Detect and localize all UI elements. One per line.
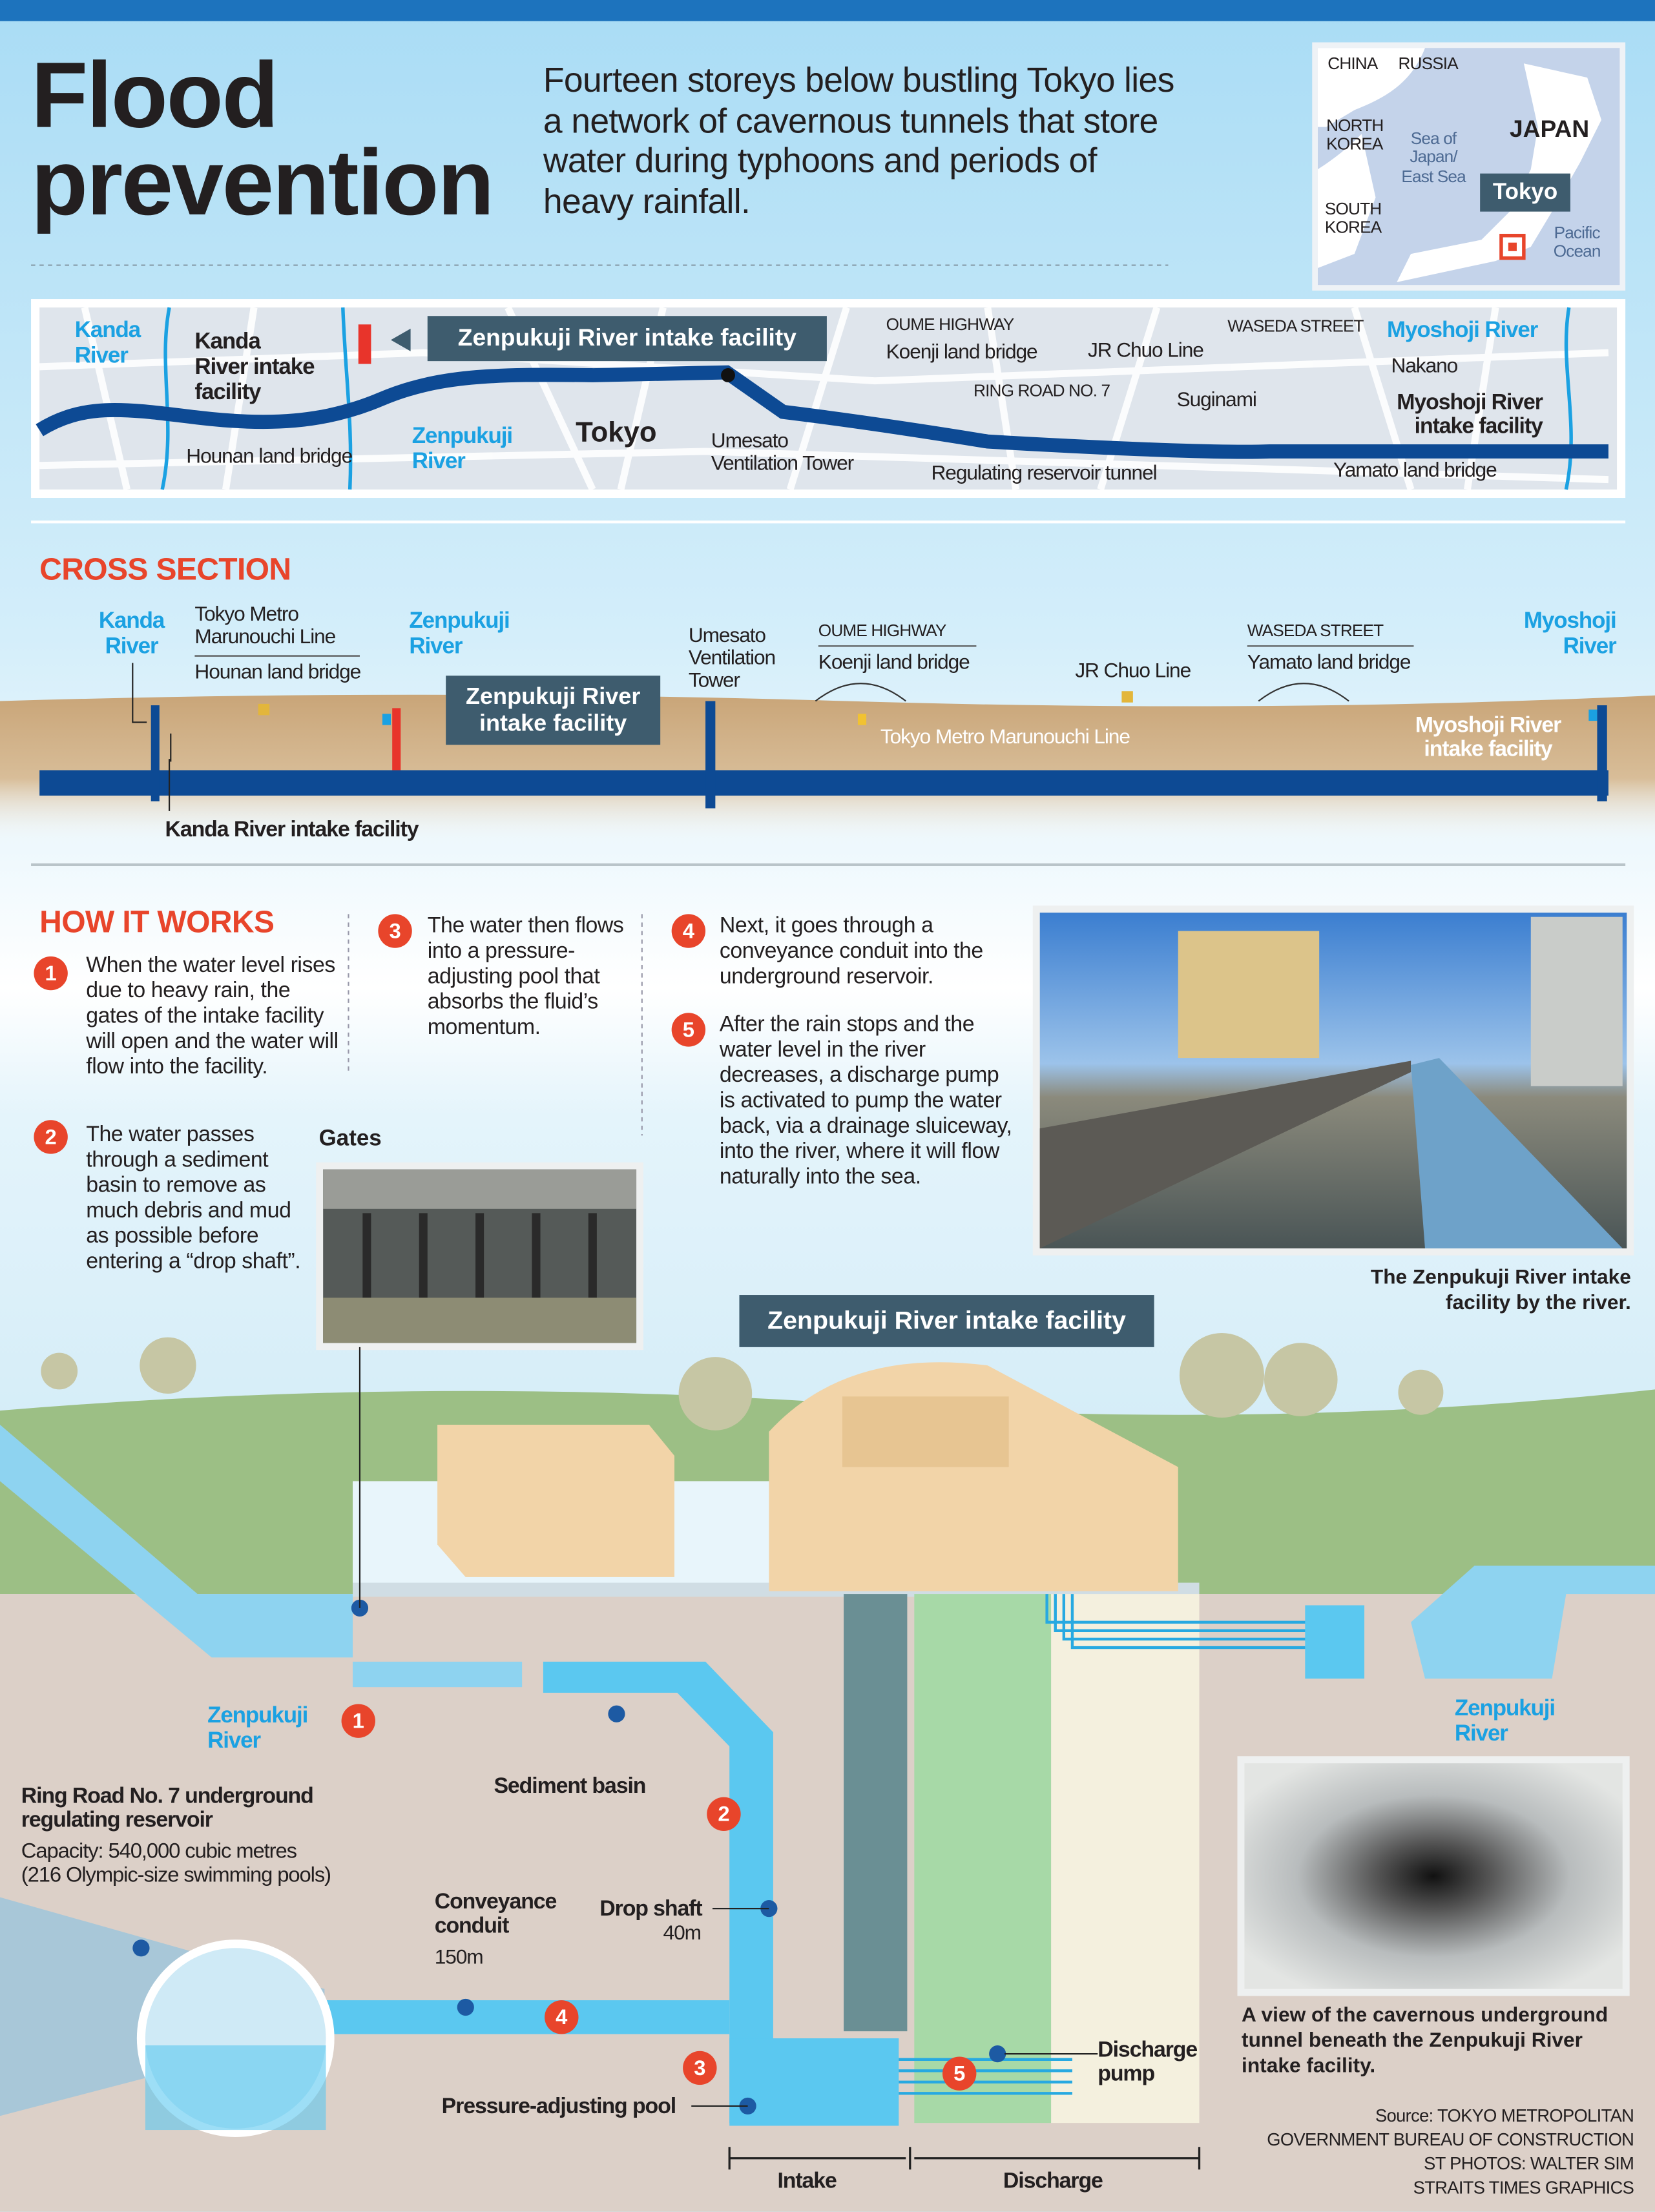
step-4-badge: 4 <box>671 914 706 948</box>
cs-myoshoji-river: Myoshoji River <box>1523 609 1617 659</box>
route-kanda-river: Kanda River <box>74 318 141 368</box>
drop-shaft-depth: 40m <box>663 1922 702 1945</box>
cs-hounan: Hounan land bridge <box>194 661 361 685</box>
intro-text: Fourteen storeys below bustling Tokyo li… <box>543 62 1175 221</box>
drop-shaft-label: Drop shaft <box>599 1897 702 1921</box>
diagram-step-4: 4 <box>545 2000 579 2034</box>
cs-metro-mid: Tokyo Metro Marunouchi Line <box>880 726 1130 749</box>
cs-umesato: Umesato Ventilation Tower <box>688 625 776 694</box>
route-reservoir-tunnel: Regulating reservoir tunnel <box>931 462 1158 486</box>
cross-section-graphic <box>0 645 1655 847</box>
route-zenpukuji-facility-callout: Zenpukuji River intake facility <box>427 316 827 362</box>
cs-jr-chuo: JR Chuo Line <box>1075 660 1191 683</box>
pool-label: Pressure-adjusting pool <box>441 2094 676 2119</box>
route-kanda-facility: Kanda River intake facility <box>194 330 315 405</box>
gates-photo <box>316 1162 643 1350</box>
cs-kanda-facility: Kanda River intake facility <box>165 818 419 842</box>
reservoir-capacity: Capacity: 540,000 cubic metres (216 Olym… <box>21 1839 331 1887</box>
route-koenji: Koenji land bridge <box>886 341 1038 364</box>
diagram-step-2: 2 <box>707 1797 741 1832</box>
cs-kanda-river: Kanda River <box>98 609 165 659</box>
step-4-text: Next, it goes through a conveyance condu… <box>719 914 983 989</box>
conduit-length: 150m <box>434 1947 484 1970</box>
diagram-step-1: 1 <box>341 1704 375 1738</box>
route-myoshoji-river: Myoshoji River <box>1387 318 1538 343</box>
route-yamato: Yamato land bridge <box>1333 460 1497 482</box>
route-umesato: Umesato Ventilation Tower <box>711 430 854 476</box>
page-title: Flood prevention <box>31 42 494 234</box>
step-5-text: After the rain stops and the water level… <box>719 1013 1012 1190</box>
cross-section-heading: CROSS SECTION <box>39 551 291 587</box>
route-zenpukuji-river: Zenpukuji River <box>411 424 513 474</box>
label-pacific-ocean: Pacific Ocean <box>1553 223 1601 262</box>
intake-facility-diagram <box>0 1333 1655 2212</box>
intake-label: Intake <box>777 2169 837 2194</box>
source-credits: Source: TOKYO METROPOLITAN GOVERNMENT BU… <box>1267 2105 1634 2198</box>
label-sea-of-japan: Sea of Japan/ East Sea <box>1401 128 1466 187</box>
label-china: CHINA <box>1327 53 1378 74</box>
gates-label: Gates <box>318 1127 382 1152</box>
route-nakano: Nakano <box>1391 355 1459 378</box>
cs-oume: OUME HIGHWAY <box>818 621 947 641</box>
label-russia: RUSSIA <box>1398 53 1458 74</box>
cs-yamato: Yamato land bridge <box>1247 652 1411 675</box>
cs-waseda: WASEDA STREET <box>1247 621 1384 641</box>
route-ring-road: RING ROAD NO. 7 <box>973 380 1110 401</box>
step-3-badge: 3 <box>378 914 412 948</box>
step-5-badge: 5 <box>671 1013 706 1047</box>
diagram-river-left: Zenpukuji River <box>207 1704 308 1753</box>
cs-metro-top: Tokyo Metro Marunouchi Line <box>194 603 336 650</box>
cs-zenpukuji-river: Zenpukuji River <box>409 609 510 659</box>
route-myoshoji-facility: Myoshoji River intake facility <box>1397 391 1543 440</box>
sediment-basin-label: Sediment basin <box>494 1774 646 1799</box>
inset-map <box>1312 42 1626 291</box>
route-waseda: WASEDA STREET <box>1227 316 1364 336</box>
tokyo-callout: Tokyo <box>1480 173 1570 212</box>
diagram-title: Zenpukuji River intake facility <box>739 1295 1154 1347</box>
step-3-text: The water then flows into a pressure-adj… <box>427 914 624 1040</box>
tunnel-photo-caption: A view of the cavernous underground tunn… <box>1242 2004 1608 2078</box>
label-north-korea: NORTH KOREA <box>1326 116 1384 155</box>
step-2-text: The water passes through a sediment basi… <box>86 1122 301 1274</box>
route-oume: OUME HIGHWAY <box>886 315 1015 335</box>
step-1-text: When the water level rises due to heavy … <box>86 953 338 1079</box>
reservoir-title: Ring Road No. 7 underground regulating r… <box>21 1784 314 1833</box>
facility-photo-caption: The Zenpukuji River intake facility by t… <box>1370 1266 1631 1315</box>
step-1-badge: 1 <box>34 956 68 991</box>
how-it-works-heading: HOW IT WORKS <box>39 904 275 940</box>
cs-zenpukuji-facility-callout: Zenpukuji River intake facility <box>446 676 661 745</box>
conduit-label: Conveyance conduit <box>434 1890 557 1939</box>
step-2-badge: 2 <box>34 1120 68 1154</box>
cs-koenji: Koenji land bridge <box>818 652 970 675</box>
diagram-step-3: 3 <box>683 2051 717 2085</box>
diagram-step-5: 5 <box>942 2056 977 2091</box>
route-suginami: Suginami <box>1176 389 1257 412</box>
route-hounan: Hounan land bridge <box>186 446 353 469</box>
facility-photo <box>1032 905 1634 1256</box>
discharge-label: Discharge <box>1003 2169 1103 2194</box>
label-south-korea: SOUTH KOREA <box>1324 198 1382 238</box>
cs-myoshoji-facility: Myoshoji River intake facility <box>1415 714 1562 763</box>
route-map <box>31 299 1626 499</box>
label-japan: JAPAN <box>1510 116 1590 143</box>
route-jr-chuo: JR Chuo Line <box>1087 340 1204 363</box>
diagram-river-right: Zenpukuji River <box>1454 1697 1556 1746</box>
pump-label: Discharge pump <box>1098 2038 1198 2087</box>
route-tokyo: Tokyo <box>576 417 657 449</box>
